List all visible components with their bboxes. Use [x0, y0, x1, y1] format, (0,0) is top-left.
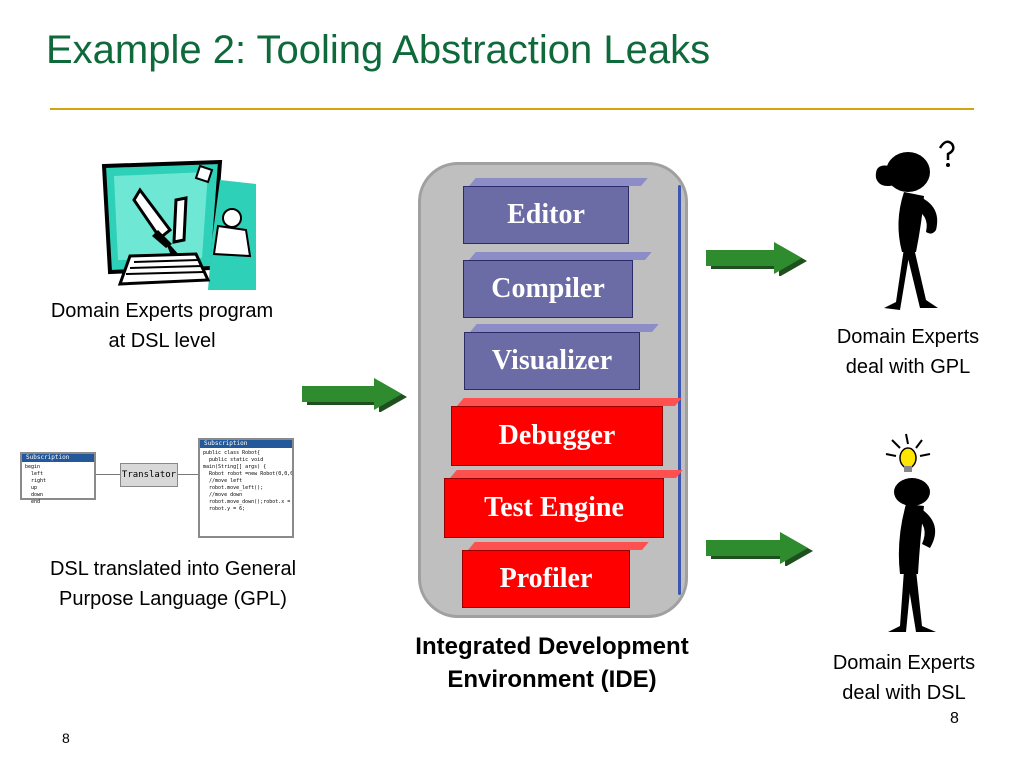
- caption-line: at DSL level: [108, 330, 216, 352]
- caption-line: Domain Experts: [832, 652, 976, 674]
- translator-connector-right: [178, 474, 198, 475]
- caption-line: Domain Experts program: [50, 300, 274, 322]
- idea-person-icon: [872, 430, 962, 645]
- ide-tool-compiler: Compiler: [463, 252, 652, 318]
- ide-tool-editor: Editor: [463, 178, 648, 244]
- caption-line: Domain Experts: [836, 326, 980, 348]
- tool-label: Editor: [463, 186, 629, 244]
- window-title: Subscription: [200, 440, 292, 448]
- dsl-code-window: Subscription begin left right up down en…: [20, 452, 96, 505]
- dsl-code: begin left right up down end: [25, 464, 47, 505]
- ide-tool-profiler: Profiler: [462, 542, 649, 608]
- ide-tool-visualizer: Visualizer: [464, 324, 659, 390]
- caption-line: deal with GPL: [845, 356, 971, 378]
- programmer-clipart: [100, 159, 256, 290]
- translator-box: Translator: [120, 463, 178, 487]
- tool-label: Test Engine: [444, 478, 664, 538]
- arrow-right-icon: [300, 376, 410, 417]
- ide-tool-debugger: Debugger: [451, 398, 682, 466]
- caption-dsl-translated: DSL translated into General Purpose Lang…: [8, 554, 338, 614]
- translator-label: Translator: [121, 470, 177, 480]
- arrow-right-icon: [704, 240, 810, 281]
- gpl-code-window: Subscription public class Robot{ public …: [198, 438, 294, 538]
- caption-deal-dsl: Domain Experts deal with DSL: [796, 648, 1012, 708]
- ide-tool-test-engine: Test Engine: [444, 470, 683, 538]
- window-title: Subscription: [22, 454, 94, 462]
- caption-line: DSL translated into General: [49, 558, 297, 580]
- slide-title: Example 2: Tooling Abstraction Leaks: [46, 28, 711, 72]
- caption-deal-gpl: Domain Experts deal with GPL: [800, 322, 1016, 382]
- caption-dsl-program: Domain Experts program at DSL level: [10, 296, 314, 356]
- arrow-right-icon: [704, 530, 816, 571]
- caption-line: Environment (IDE): [447, 666, 657, 693]
- caption-line: Purpose Language (GPL): [59, 588, 287, 610]
- caption-line: deal with DSL: [842, 682, 966, 704]
- page-number-right: 8: [950, 710, 959, 727]
- gpl-code: public class Robot{ public static void m…: [203, 450, 292, 512]
- translator-connector-left: [96, 474, 120, 475]
- caption-line: Integrated Development: [415, 633, 689, 660]
- page-number-left: 8: [62, 730, 70, 746]
- tool-label: Visualizer: [464, 332, 640, 390]
- tool-label: Profiler: [462, 550, 630, 608]
- title-divider: [50, 108, 974, 110]
- confused-person-icon: [860, 134, 970, 325]
- tool-label: Compiler: [463, 260, 633, 318]
- ide-caption: Integrated Development Environment (IDE): [380, 630, 724, 696]
- tool-label: Debugger: [451, 406, 663, 466]
